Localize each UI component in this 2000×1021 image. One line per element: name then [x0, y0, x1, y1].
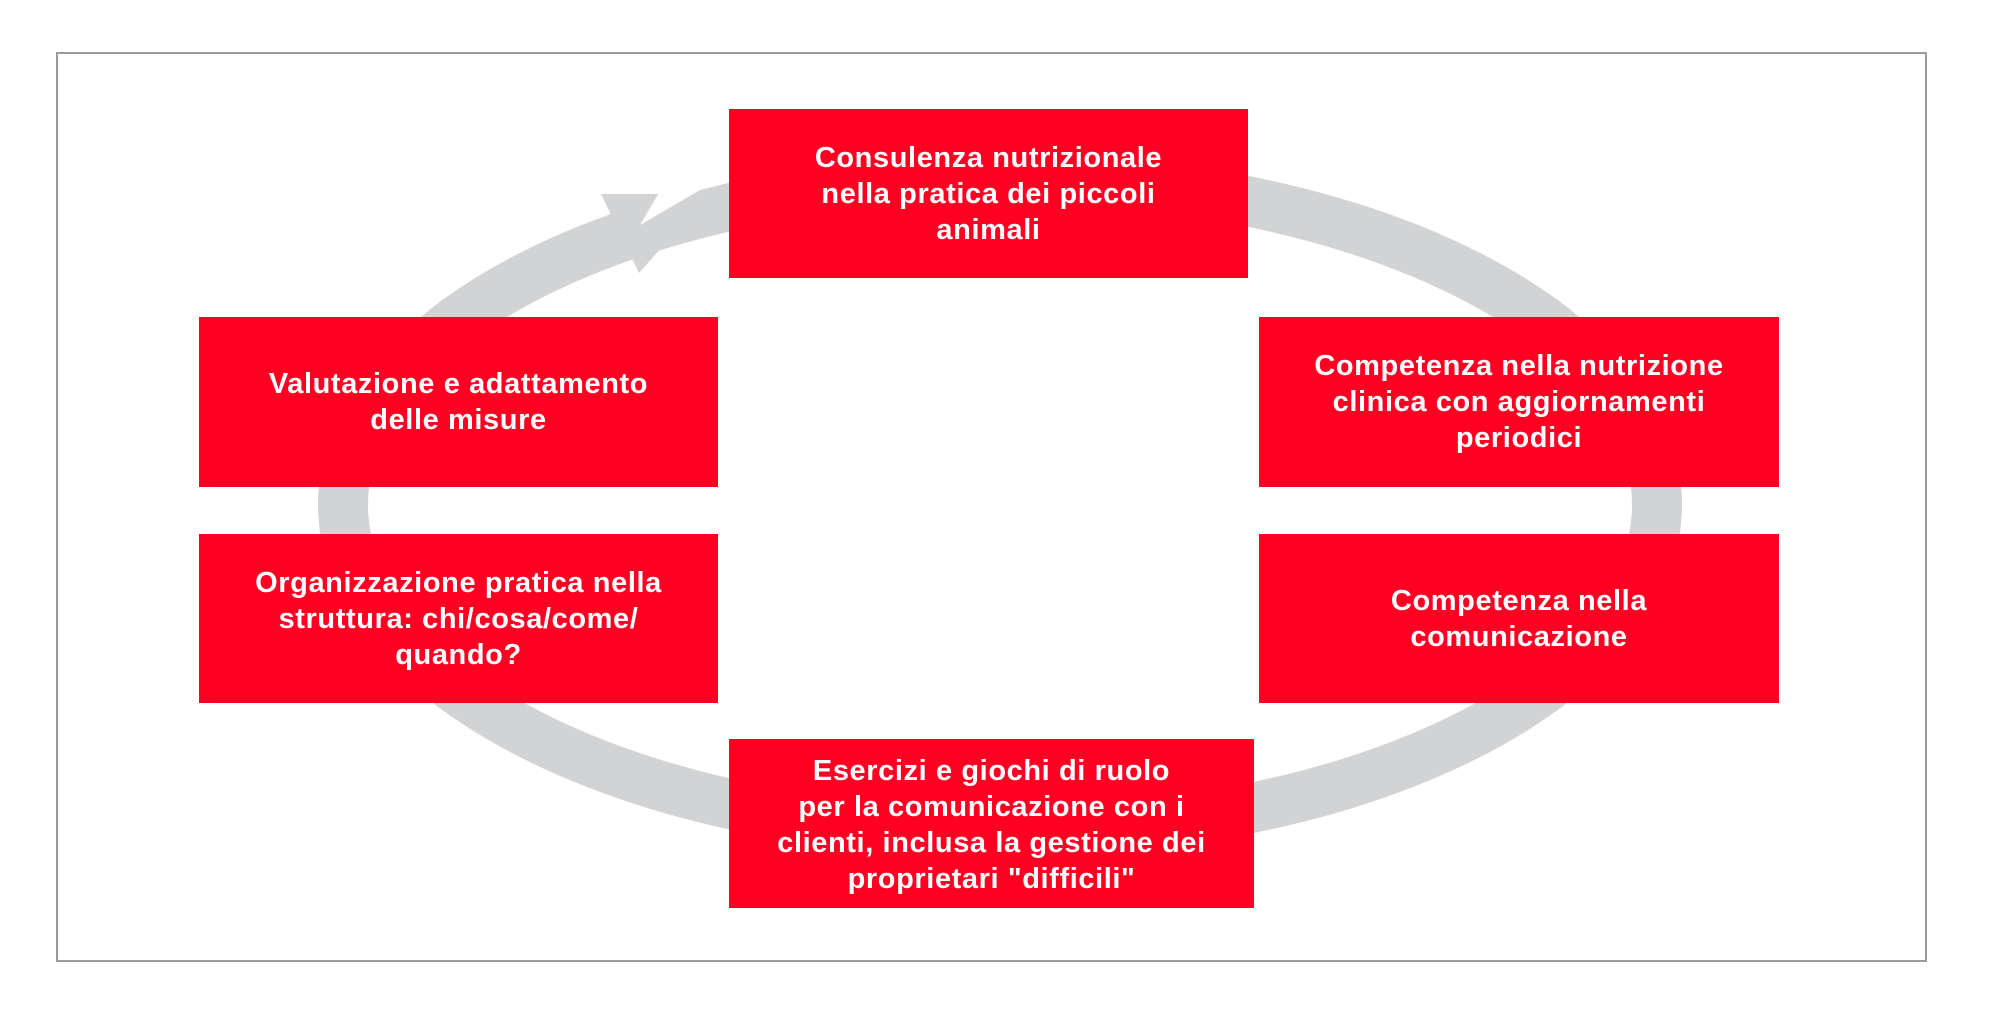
- node-competenza-comunicazione: Competenza nella comunicazione: [1259, 534, 1779, 703]
- node-label: Esercizi e giochi di ruolo per la comuni…: [777, 755, 1206, 895]
- node-label: Consulenza nutrizionale nella pratica de…: [814, 141, 1163, 246]
- node-valutazione-adattamento: Valutazione e adattamento delle misure: [199, 317, 718, 487]
- node-label: Competenza nella nutrizione clinica con …: [1314, 350, 1724, 454]
- node-consulenza-nutrizionale: Consulenza nutrizionale nella pratica de…: [729, 109, 1248, 278]
- node-label: Competenza nella comunicazione: [1390, 584, 1648, 653]
- node-label: Valutazione e adattamento delle misure: [268, 368, 649, 436]
- node-organizzazione-pratica: Organizzazione pratica nella struttura: …: [199, 534, 718, 703]
- node-label: Organizzazione pratica nella struttura: …: [255, 566, 662, 671]
- node-competenza-nutrizione-clinica: Competenza nella nutrizione clinica con …: [1259, 317, 1779, 487]
- node-esercizi-giochi-di-ruolo: Esercizi e giochi di ruolo per la comuni…: [729, 739, 1254, 908]
